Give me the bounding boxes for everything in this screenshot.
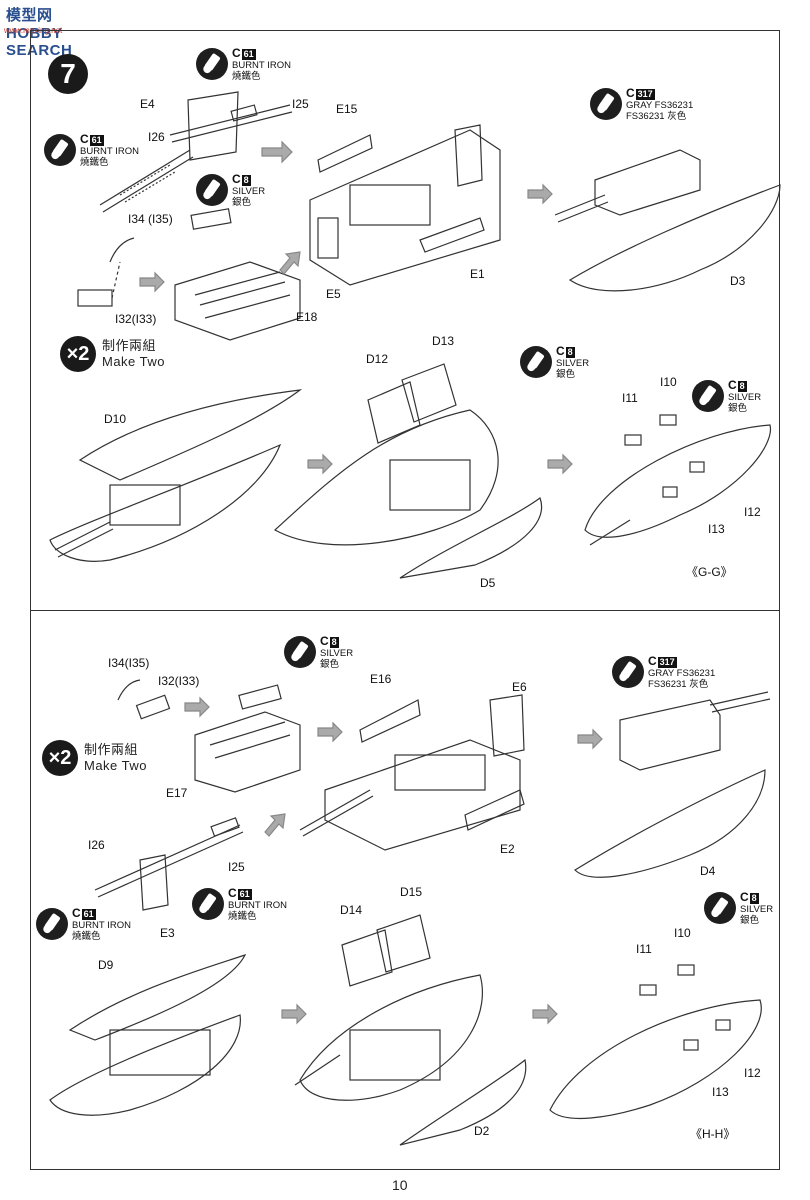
connector-parts-top (77, 208, 232, 307)
part-label: I25 (228, 860, 245, 874)
section-divider (30, 610, 780, 611)
hull-d3 (554, 149, 781, 292)
part-label: I26 (148, 130, 165, 144)
paint-brush-icon (196, 48, 228, 80)
part-label: I32(I33) (158, 674, 200, 688)
step-arrows (139, 140, 603, 1025)
watermark-brand: 模型网 HOBBY SEARCH (6, 7, 73, 59)
part-label: I13 (708, 522, 725, 536)
body-d14-d15 (294, 914, 527, 1146)
part-label: I12 (744, 1066, 761, 1080)
body-d10 (49, 389, 303, 562)
part-label: I26 (88, 838, 105, 852)
page-frame (30, 30, 780, 1170)
hull-d4 (574, 691, 771, 878)
frame-top (309, 124, 501, 286)
part-label: E1 (470, 267, 485, 281)
part-label: D13 (432, 334, 455, 348)
part-label: I34(I35) (108, 656, 150, 670)
part-label: D12 (366, 352, 389, 366)
paint-brush-icon (196, 174, 228, 206)
make-two-count: ×2 (60, 336, 96, 372)
part-label: D9 (98, 958, 114, 972)
base-e17 (194, 711, 301, 793)
body-d9 (49, 953, 247, 1116)
part-label: D14 (340, 903, 363, 917)
paint-brush-icon (36, 908, 68, 940)
hull-g-section (584, 414, 772, 546)
part-label: D2 (474, 1124, 490, 1138)
part-label: I32(I33) (115, 312, 157, 326)
part-label: E16 (370, 672, 392, 686)
paint-brush-icon (692, 380, 724, 412)
paint-brush-icon (612, 656, 644, 688)
body-d12-d13 (273, 363, 543, 579)
paint-brush-icon (192, 888, 224, 920)
make-two-en: Make Two (84, 758, 148, 773)
frame-bottom (299, 694, 525, 851)
part-label: D4 (700, 864, 716, 878)
make-two-zh: 制作兩組 (102, 338, 157, 353)
make-two-zh: 制作兩組 (84, 742, 139, 757)
part-label: I11 (636, 942, 652, 956)
make-two-en: Make Two (102, 354, 166, 369)
paint-brush-icon (44, 134, 76, 166)
part-label: D15 (400, 885, 423, 899)
make-two-count: ×2 (42, 740, 78, 776)
paint-brush-icon (704, 892, 736, 924)
part-label: E2 (500, 842, 515, 856)
step-number: 7 (48, 54, 88, 94)
part-label: E17 (166, 786, 188, 800)
paint-brush-icon (284, 636, 316, 668)
connector-parts-bottom (117, 679, 282, 720)
base-e18 (174, 261, 301, 341)
part-label: E18 (296, 310, 318, 324)
part-label: I10 (674, 926, 691, 940)
page-number: 10 (392, 1177, 408, 1193)
part-label: E5 (326, 287, 341, 301)
part-label: E15 (336, 102, 358, 116)
part-label: I13 (712, 1085, 729, 1099)
part-label: E3 (160, 926, 175, 940)
section-label: 《H-H》 (690, 1127, 736, 1141)
part-label: I11 (622, 391, 638, 405)
part-label: D3 (730, 274, 746, 288)
section-label: 《G-G》 (686, 565, 733, 579)
paint-brush-icon (520, 346, 552, 378)
part-label: D10 (104, 412, 127, 426)
hull-h-section (549, 964, 762, 1120)
part-label: D5 (480, 576, 496, 590)
part-label: I10 (660, 375, 677, 389)
gun-assembly-top (99, 91, 293, 213)
part-label: E4 (140, 97, 155, 111)
part-label: E6 (512, 680, 527, 694)
gun-assembly-bottom (94, 817, 244, 911)
part-label: I25 (292, 97, 309, 111)
part-label: I34 (I35) (128, 212, 173, 226)
paint-brush-icon (590, 88, 622, 120)
part-label: I12 (744, 505, 761, 519)
